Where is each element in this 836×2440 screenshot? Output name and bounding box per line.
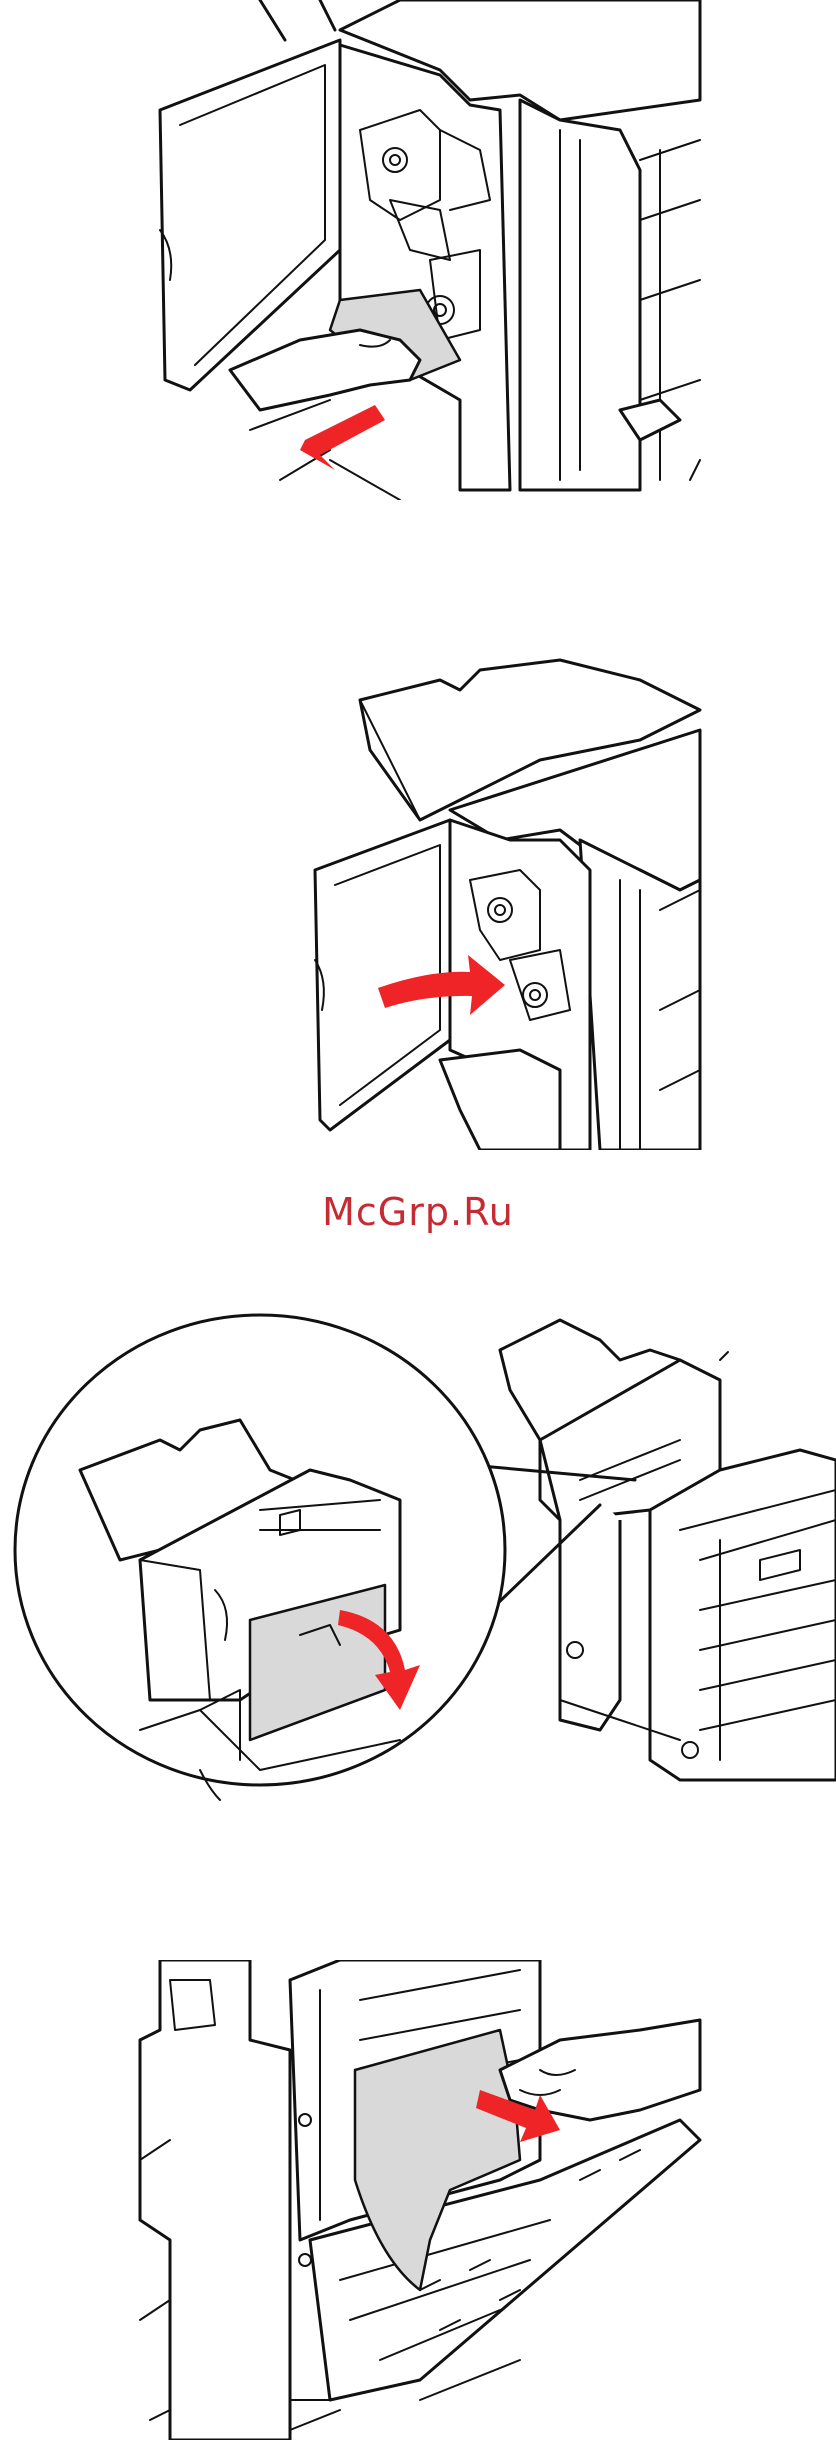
illustration-side-paper-removal [0,1960,836,2440]
illustration-finisher-lower-cover [0,1300,836,1820]
finisher-knob-drawing [0,590,836,1150]
illustration-finisher-knob-rotation [0,590,836,1150]
side-panel-paper-drawing [0,1960,836,2440]
finisher-callout-drawing [0,1300,836,1820]
finisher-door-open-drawing [0,0,836,500]
illustration-finisher-paper-removal [0,0,836,500]
watermark-text: McGrp.Ru [0,1190,836,1234]
